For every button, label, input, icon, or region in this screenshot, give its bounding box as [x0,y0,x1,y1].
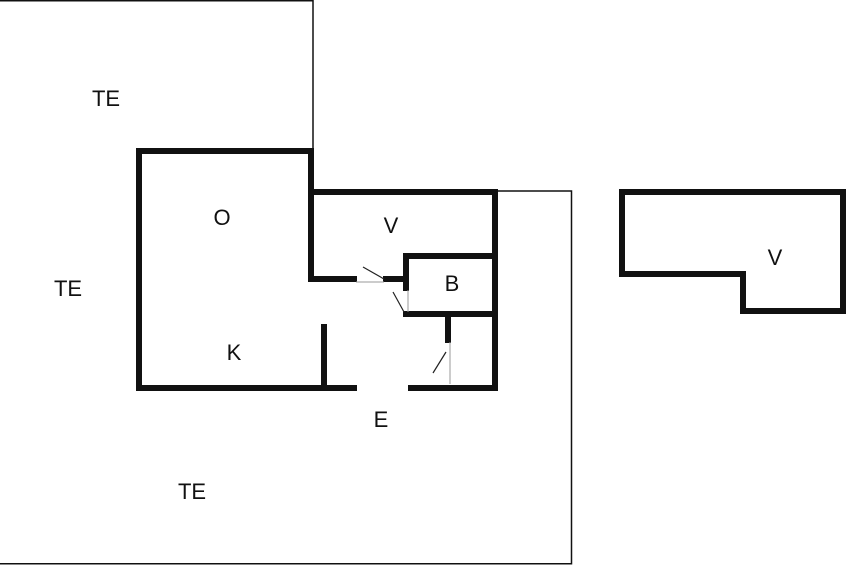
terrace-left-label: TE [54,276,82,301]
annex-walls [619,189,846,314]
bedroom-label: V [384,213,399,238]
entrance-label: E [374,407,389,432]
bathroom-label: B [445,271,460,296]
living-room-label: O [213,205,230,230]
doors [356,266,451,384]
annex-bedroom-label: V [768,245,783,270]
bathroom-door-leaf [392,291,405,313]
main-building-walls [136,148,498,391]
terrace-outline [0,0,573,565]
kitchen-label: K [227,340,242,365]
storage-door-leaf [432,351,447,374]
bathroom-walls [403,253,498,317]
terrace-bottom-label: TE [178,479,206,504]
terrace-top-label: TE [92,86,120,111]
bedroom-south-wall [308,189,357,282]
outer-wall-west-north [136,148,498,391]
bedroom-door-leaf [362,266,385,280]
